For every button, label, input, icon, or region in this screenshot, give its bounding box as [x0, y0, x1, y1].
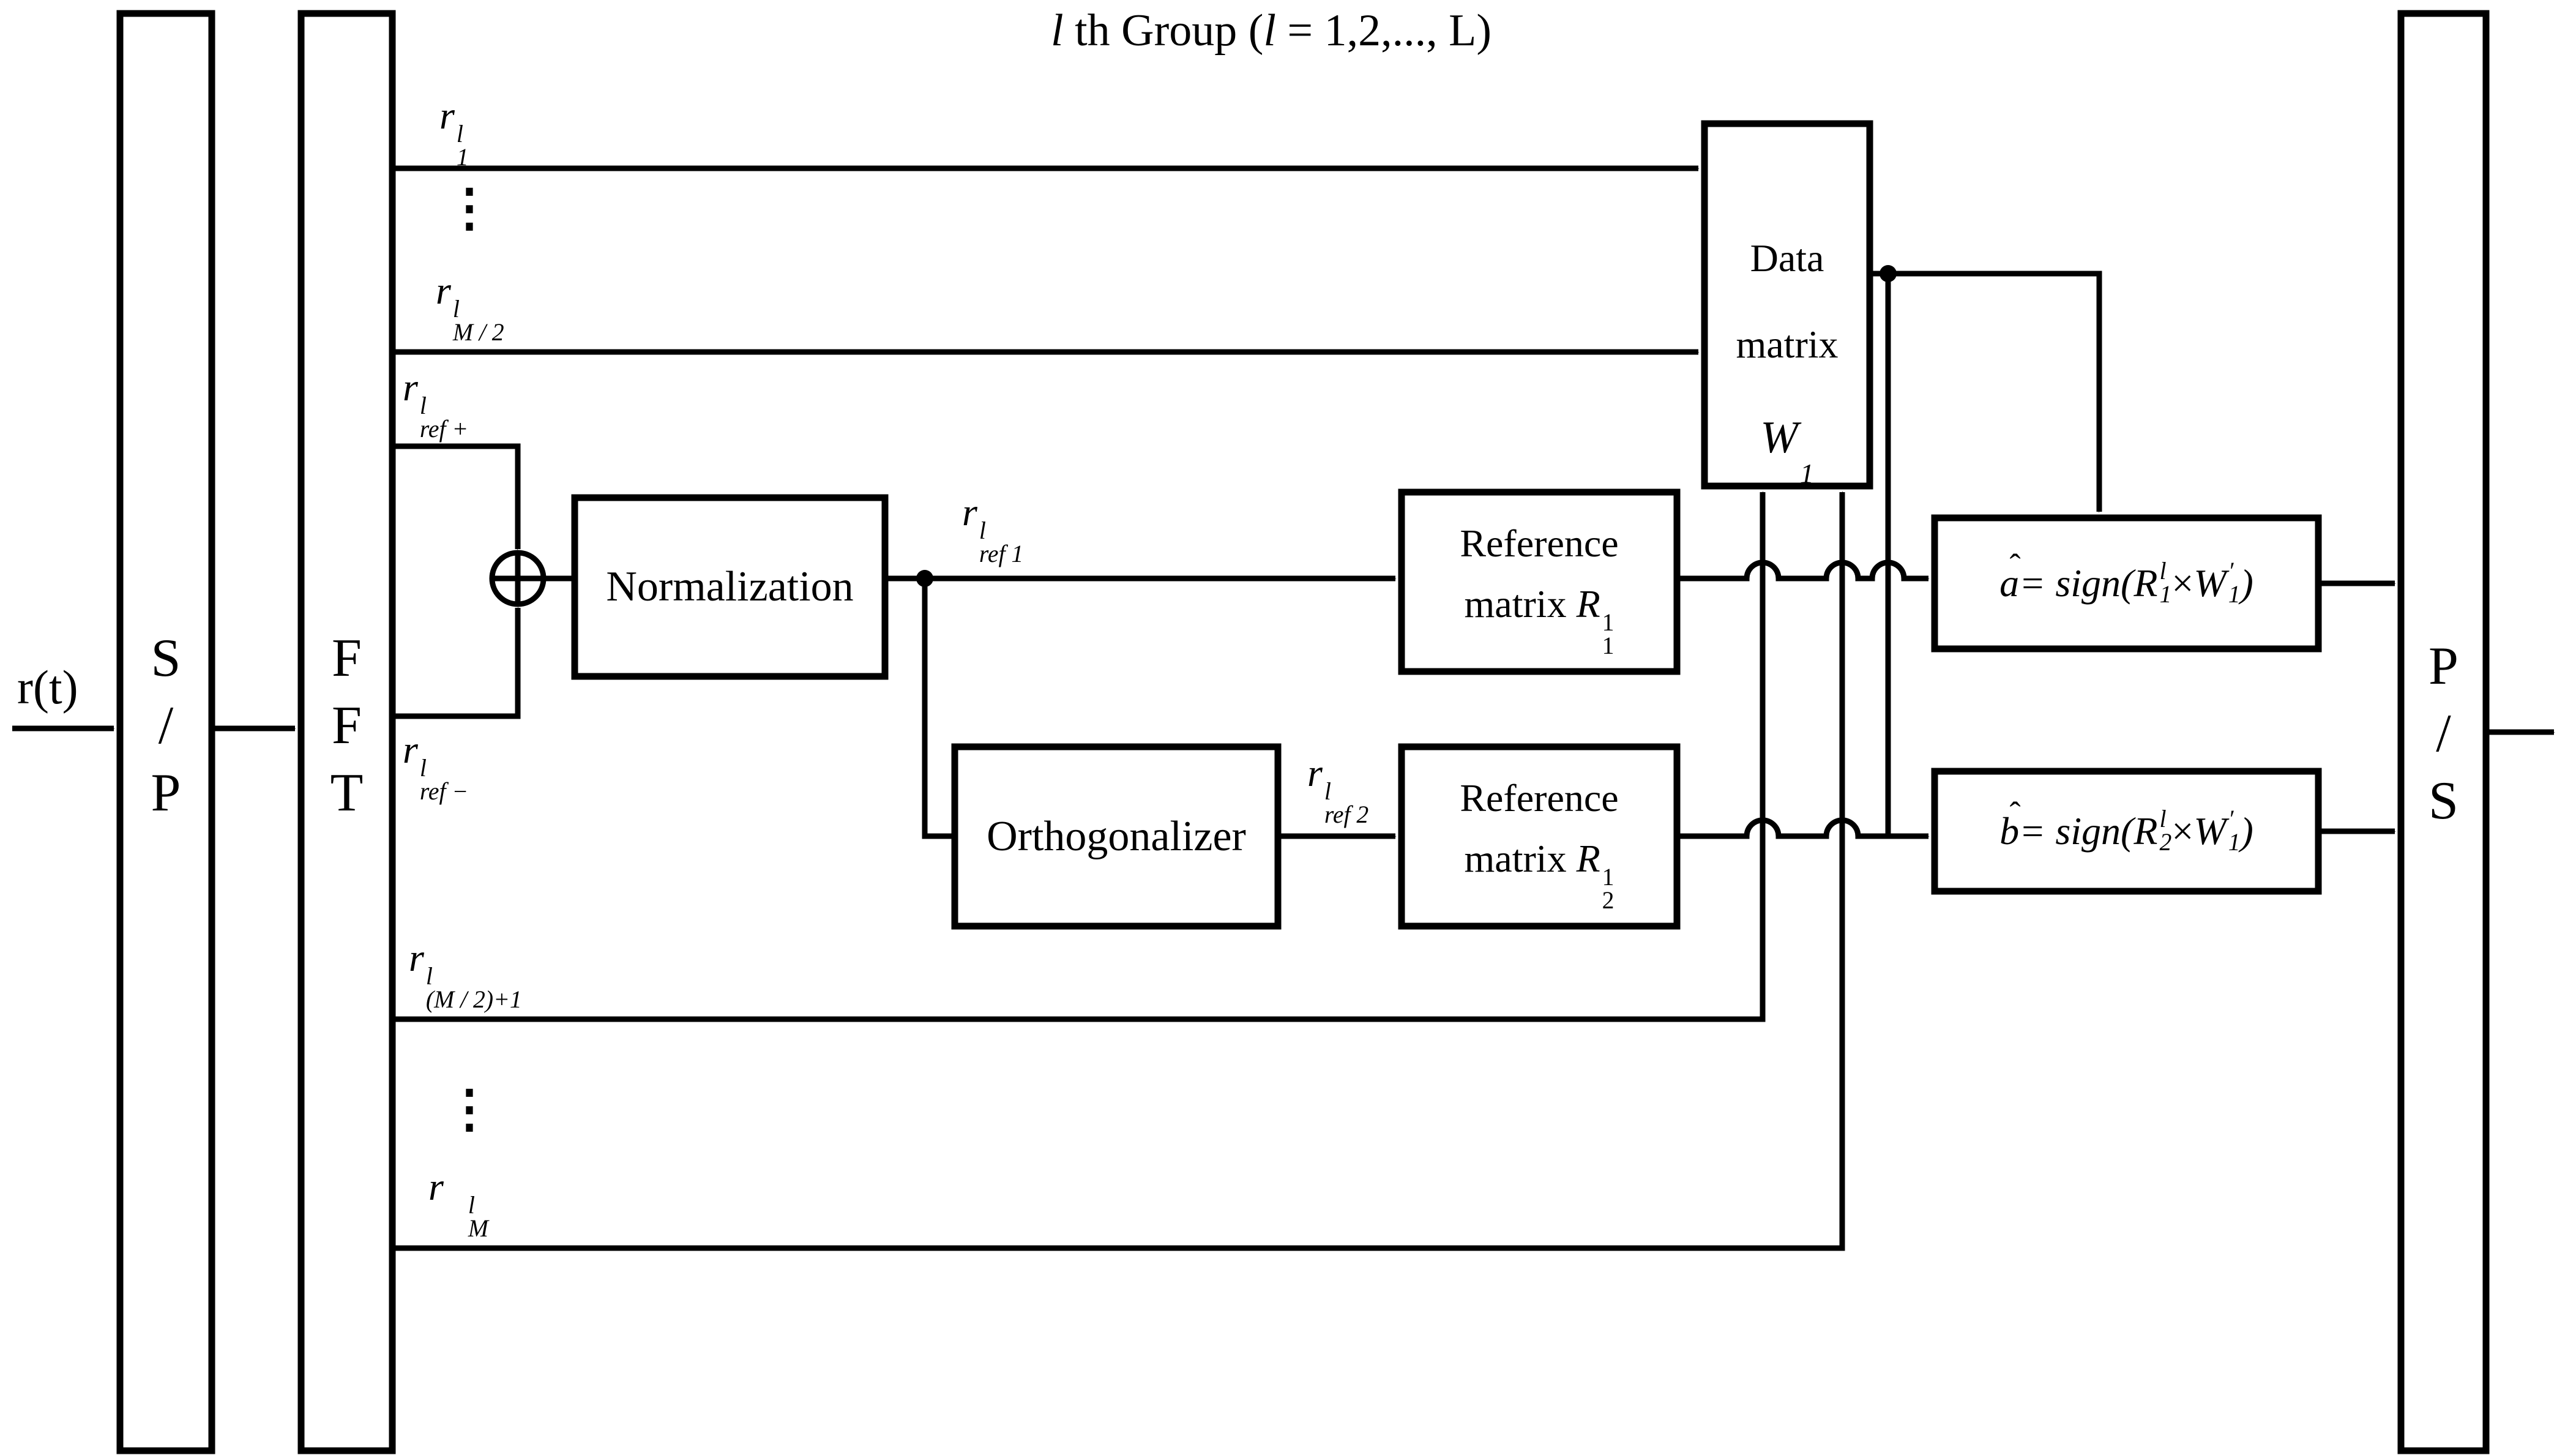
w1-out-line — [1870, 271, 2102, 512]
diagram-title: l th Group (l = 1,2,..., L) — [1051, 6, 1491, 56]
input-signal-label: r(t) — [17, 660, 78, 714]
r2matrix-out-line — [1677, 817, 1928, 836]
junction-dot-ref — [916, 570, 933, 587]
orthogonalizer-box — [951, 743, 1282, 930]
sp-block-label: S / P — [151, 629, 181, 823]
normalization-box — [571, 494, 889, 680]
fft-box — [297, 10, 396, 1454]
adder-plus — [492, 553, 543, 604]
fft-block-label: F F T — [330, 629, 364, 823]
rrefm-line — [392, 608, 518, 719]
orthogonalizer-label: Orthogonalizer — [987, 812, 1246, 860]
rM-line — [392, 492, 1842, 1251]
rM21-line — [392, 492, 1763, 1022]
rrefp-line — [392, 443, 521, 549]
junction-dot-w1 — [1880, 265, 1897, 282]
dots-bottom: ⋮ — [444, 1081, 495, 1138]
b-equation-box — [1931, 768, 2322, 895]
ref-matrix-2-box — [1398, 743, 1681, 930]
data-matrix-box — [1701, 120, 1873, 490]
sp-box — [116, 10, 215, 1454]
ps-box — [2397, 10, 2490, 1454]
ps-block-label: P / S — [2429, 637, 2458, 831]
normalization-label: Normalization — [606, 563, 854, 610]
branch-to-orthogonalizer — [922, 578, 955, 839]
dots-top: ⋮ — [444, 180, 495, 237]
ref-matrix-1-box — [1398, 488, 1681, 675]
a-equation-box — [1931, 514, 2322, 653]
